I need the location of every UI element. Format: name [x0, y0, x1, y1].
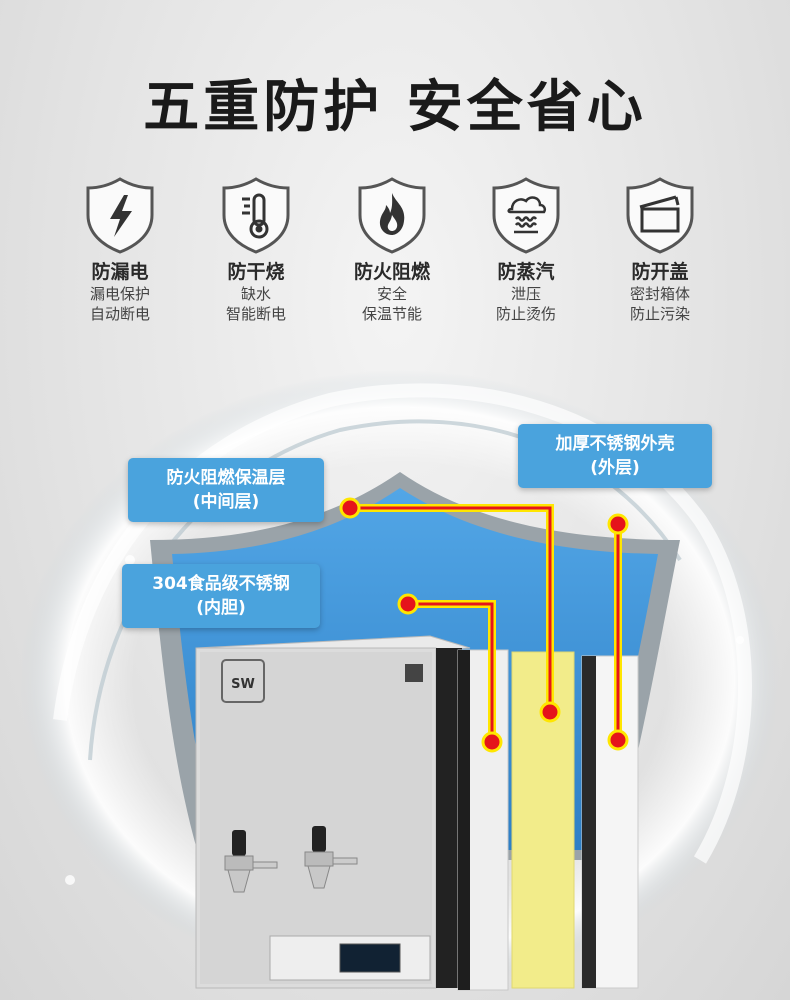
feature-subtext: 缺水: [240, 285, 271, 303]
label-subtitle: (外层): [590, 458, 640, 478]
label-title: 防火阻燃保温层: [166, 468, 286, 488]
label-subtitle: (内胆): [196, 598, 246, 618]
label-subtitle: (中间层): [192, 492, 260, 512]
lightning-icon: [86, 177, 154, 254]
inner-pointer: [397, 593, 503, 753]
flame-icon: [358, 177, 426, 254]
outer-pointer: [607, 513, 629, 751]
feature-title: 防火阻燃: [353, 261, 430, 283]
steam-icon: [492, 177, 560, 254]
feature-subtext: 自动断电: [89, 305, 150, 323]
middle-pointer: [339, 497, 561, 723]
label-middle-insulation: 防火阻燃保温层 (中间层): [128, 458, 324, 522]
feature-steam: 防蒸汽 泄压 防止烫伤: [466, 175, 586, 324]
label-title: 304食品级不锈钢: [152, 574, 290, 594]
feature-subtext: 防止污染: [629, 305, 690, 323]
thermometer-icon: [222, 177, 290, 254]
feature-subtext: 防止烫伤: [495, 305, 556, 323]
feature-subtext: 保温节能: [361, 305, 422, 323]
feature-subtext: 智能断电: [225, 305, 286, 323]
label-outer-shell: 加厚不锈钢外壳 (外层): [518, 424, 712, 488]
feature-title: 防干烧: [227, 261, 285, 283]
feature-subtext: 安全: [376, 285, 407, 303]
feature-subtext: 密封箱体: [629, 285, 690, 303]
feature-dry-burn: 防干烧 缺水 智能断电: [196, 175, 316, 324]
middle-layer: [511, 651, 575, 989]
feature-subtext: 泄压: [510, 285, 541, 303]
feature-title: 防蒸汽: [497, 261, 555, 283]
feature-title: 防漏电: [91, 261, 149, 283]
feature-lid: 防开盖 密封箱体 防止污染: [600, 175, 720, 324]
brand-logo: SW: [231, 677, 255, 692]
page-title: 五重防护 安全省心: [143, 75, 647, 140]
feature-title: 防开盖: [631, 261, 689, 283]
feature-fireproof: 防火阻燃 安全 保温节能: [332, 175, 452, 324]
label-inner-tank: 304食品级不锈钢 (内胆): [122, 564, 320, 628]
feature-leakage: 防漏电 漏电保护 自动断电: [60, 175, 180, 324]
lid-icon: [626, 177, 694, 254]
feature-subtext: 漏电保护: [89, 285, 150, 303]
label-title: 加厚不锈钢外壳: [555, 434, 675, 454]
